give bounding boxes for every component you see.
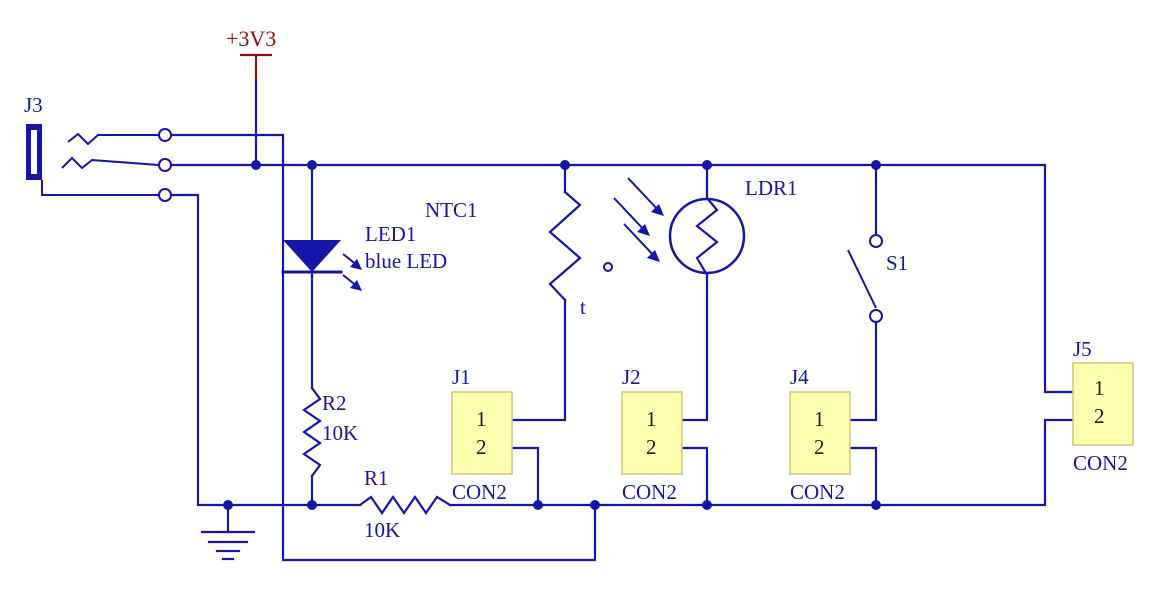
junction-dot [251, 160, 261, 170]
connector-type: CON2 [1073, 451, 1128, 475]
r1-designator: R1 [364, 466, 389, 490]
connector-j5: J5 1 2 CON2 [1072, 337, 1134, 475]
jack-sleeve-contact [41, 180, 159, 196]
connector-type: CON2 [622, 480, 677, 504]
switch-bottom-wire [848, 320, 878, 422]
junction-dot [307, 500, 317, 510]
junction-dot [871, 160, 881, 170]
ldr-zigzag [695, 196, 719, 277]
switch-s1: S1 [847, 234, 908, 323]
jack-terminal [158, 128, 172, 142]
ntc-bottom-wire [510, 298, 567, 422]
connector-type: CON2 [452, 480, 507, 504]
jack-tip-contact [67, 132, 159, 146]
ldr-circle [668, 197, 746, 275]
led-arrowhead [350, 280, 362, 291]
ntc-marker: t [580, 295, 586, 319]
ground-rail-wire [448, 418, 1075, 507]
led-value: blue LED [365, 249, 447, 273]
connector-body [789, 391, 851, 475]
jack-j3: J3 [24, 93, 172, 202]
r2-zigzag [302, 386, 322, 478]
jack-body-inner [31, 130, 37, 174]
ldr-light-arrow [623, 223, 657, 259]
jack-terminal [158, 158, 172, 172]
connector-pin1: 1 [1094, 376, 1105, 400]
j1-pin2-wire [510, 446, 540, 507]
ldr-light-arrow [613, 197, 647, 233]
ntc-designator: NTC1 [425, 198, 478, 222]
connector-body [451, 391, 513, 475]
j4-pin2-wire [848, 446, 878, 507]
junction-dot [590, 500, 600, 510]
switch-lever [847, 249, 877, 309]
ldr-designator: LDR1 [745, 176, 798, 200]
connector-j4: J4 1 2 CON2 [789, 365, 851, 504]
led-arrowhead [350, 259, 362, 270]
ntc-zigzag [548, 190, 582, 302]
connector-designator: J4 [790, 365, 809, 389]
ldr-arrowhead [647, 250, 660, 262]
switch-terminal [869, 234, 883, 248]
connector-type: CON2 [790, 480, 845, 504]
junctions [223, 160, 881, 510]
power-label: +3V3 [226, 26, 276, 51]
connector-designator: J5 [1073, 337, 1092, 361]
connector-body [621, 391, 683, 475]
ldr-dot [603, 262, 613, 272]
junction-dot [871, 500, 881, 510]
junction-dot [702, 160, 712, 170]
r1-value: 10K [364, 518, 400, 542]
jack-sense-wire [163, 133, 597, 562]
jack-designator: J3 [24, 93, 43, 117]
switch-terminal [869, 309, 883, 323]
junction-dot [223, 500, 233, 510]
connector-pin1: 1 [814, 407, 825, 431]
thermistor-ntc1: NTC1 t [425, 190, 586, 319]
r1-zigzag [358, 495, 452, 515]
connector-pin1: 1 [646, 407, 657, 431]
connector-pin2: 2 [646, 435, 657, 459]
ldr-light-arrow [627, 177, 661, 213]
ldr-arrowhead [637, 224, 650, 236]
resistor-r2: R2 10K [302, 386, 358, 478]
connector-j2: J2 1 2 CON2 [621, 365, 683, 504]
resistor-r1: R1 10K [358, 466, 452, 542]
ldr-bottom-wire [680, 273, 709, 422]
led-triangle [283, 240, 341, 272]
ground-symbol [200, 530, 256, 561]
power-symbol: +3V3 [226, 26, 276, 80]
junction-dot [533, 500, 543, 510]
top-rail-wire [163, 163, 1075, 394]
photoresistor-ldr1: LDR1 [603, 176, 798, 277]
switch-designator: S1 [886, 251, 908, 275]
connector-pin2: 2 [814, 435, 825, 459]
junction-dot [702, 500, 712, 510]
wires [163, 78, 1075, 562]
connector-designator: J1 [452, 365, 471, 389]
r2-value: 10K [322, 421, 358, 445]
connector-designator: J2 [622, 365, 641, 389]
connector-pin2: 2 [1094, 404, 1105, 428]
connector-pin1: 1 [476, 407, 487, 431]
j2-pin2-wire [680, 446, 709, 507]
bottom-rail-wire [163, 193, 314, 507]
led-designator: LED1 [365, 222, 416, 246]
connector-body [1072, 362, 1134, 446]
jack-ring-contact [61, 156, 160, 170]
led-led1: LED1 blue LED [281, 222, 447, 291]
jack-terminal [158, 188, 172, 202]
connector-pin2: 2 [476, 435, 487, 459]
connector-j1: J1 1 2 CON2 [451, 365, 513, 504]
r2-designator: R2 [322, 391, 347, 415]
junction-dot [307, 160, 317, 170]
ldr-arrowhead [651, 204, 664, 216]
junction-dot [560, 160, 570, 170]
